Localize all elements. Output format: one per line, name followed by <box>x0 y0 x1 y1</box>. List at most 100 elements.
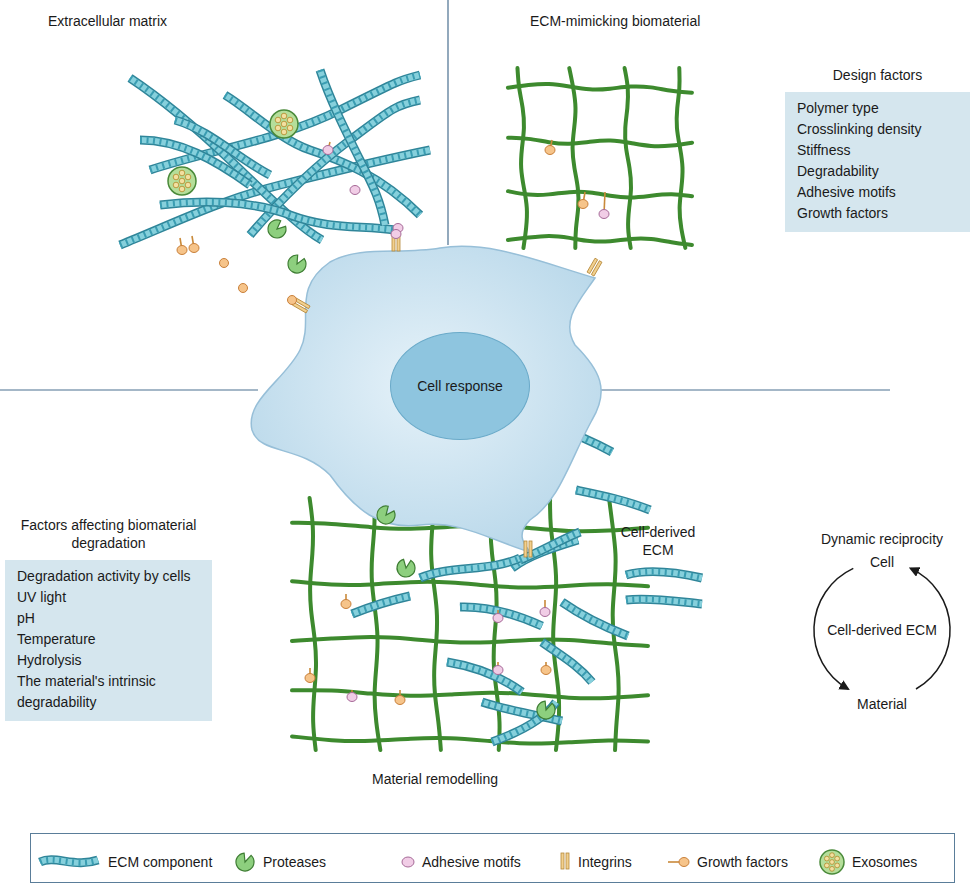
exosome-vesicle <box>281 113 287 119</box>
panel-background: Degradation activity by cellsUV lightpHT… <box>5 560 212 721</box>
ecm-fiber-outline <box>447 662 522 692</box>
exosome-vesicle <box>281 121 287 127</box>
ecm-fiber-outline <box>420 558 520 578</box>
panel-heading: Factors affecting biomaterial degradatio… <box>5 516 212 552</box>
ecm-fiber-outline <box>626 599 702 604</box>
cycle-title: Dynamic reciprocity <box>792 530 972 548</box>
growth-factor <box>220 259 229 268</box>
mesh-strand <box>292 637 648 646</box>
ecm-fiber-stripes <box>447 662 522 692</box>
mesh-strand <box>292 690 648 698</box>
exosome-vesicle <box>835 856 840 861</box>
exosome-vesicle <box>830 866 835 871</box>
ecm-fiber-stripes <box>542 642 592 682</box>
growth-factor <box>541 666 551 675</box>
adhesive-motif <box>350 186 360 195</box>
cell-derived-ecm-label: Cell-derived ECM <box>608 523 708 559</box>
mesh-strand <box>517 68 526 248</box>
factor-item: Polymer type <box>797 98 958 119</box>
exosome-vesicle <box>173 174 179 180</box>
growth-factor <box>679 858 689 867</box>
protease <box>287 254 308 275</box>
mesh-strand <box>625 68 631 248</box>
ecm-fiber-outline <box>626 572 702 578</box>
legend-label: Adhesive motifs <box>422 853 521 871</box>
factor-item: UV light <box>17 587 200 608</box>
ecm-fiber-stripes <box>320 70 385 225</box>
ecm-fiber <box>626 572 702 578</box>
adhesive-motif <box>493 614 503 623</box>
mesh-strand <box>569 68 578 248</box>
integrin <box>561 853 569 869</box>
ecm-fiber-outline <box>492 702 556 742</box>
growth-factor <box>341 600 351 609</box>
ecm-fiber-stripes <box>520 532 580 560</box>
factor-item: Temperature <box>17 629 200 650</box>
remodelled-mesh <box>292 498 648 750</box>
ecm-fiber-stripes <box>492 702 556 742</box>
exosome-vesicle <box>824 856 829 861</box>
exosome-vesicle <box>830 860 835 865</box>
exosome-vesicle <box>275 117 281 123</box>
ecm-fiber-outline <box>562 602 628 636</box>
ecm-fiber <box>520 532 580 560</box>
exosome <box>820 850 844 874</box>
integrin-chain <box>529 541 532 557</box>
panel-heading: Design factors <box>785 66 970 84</box>
degradation-factors-box: Factors affecting biomaterial degradatio… <box>5 516 212 721</box>
factor-item: Degradability <box>797 161 958 182</box>
legend-label: Proteases <box>263 853 326 871</box>
quadrant-title: Material remodelling <box>325 770 545 788</box>
exosome <box>270 110 298 138</box>
ecm-fiber <box>447 662 522 692</box>
integrin-chain <box>524 541 527 557</box>
cell <box>251 230 602 579</box>
ecm-fiber <box>492 702 556 742</box>
factor-item: Growth factors <box>797 203 958 224</box>
integrin <box>587 258 602 276</box>
legend-label: Growth factors <box>697 853 788 871</box>
integrin-chain <box>591 261 602 276</box>
nucleus-label: Cell response <box>417 377 503 395</box>
growth-factor <box>578 200 588 209</box>
ecm-fiber-outline <box>482 702 562 721</box>
adhesive-motif <box>402 857 414 867</box>
factor-item: Stiffness <box>797 140 958 161</box>
integrin-chain <box>561 853 564 869</box>
ecm-fiber-stripes <box>482 702 562 721</box>
ecm-fiber-stripes <box>420 558 520 578</box>
factor-item: Crosslinking density <box>797 119 958 140</box>
ecm-fiber <box>542 642 592 682</box>
protease <box>236 853 254 871</box>
ecm-fiber <box>576 490 650 510</box>
growth-factor <box>288 296 297 305</box>
ecm-fiber <box>460 607 542 626</box>
mesh-strand <box>292 581 648 587</box>
quadrant-title: Extracellular matrix <box>48 12 248 30</box>
ecm-fiber-outline <box>40 860 98 863</box>
ecm-fiber-outline <box>460 607 542 626</box>
ecm-fiber-outline <box>542 642 592 682</box>
growth-factor <box>189 244 199 253</box>
divider-line <box>0 389 258 390</box>
mesh-strand <box>677 68 686 248</box>
exosome-vesicle <box>185 182 191 188</box>
protease <box>396 558 417 579</box>
ecm-fiber-stripes <box>40 860 98 863</box>
exosome-vesicle <box>179 178 185 184</box>
ecm-fiber-stripes <box>460 607 542 626</box>
quadrant-title: ECM-mimicking biomaterial <box>530 12 750 30</box>
ecm-fiber <box>320 70 385 225</box>
ecm-fiber-stripes <box>626 572 702 578</box>
adhesive-motif <box>540 608 550 617</box>
ecm-fiber-outline <box>320 70 385 225</box>
cycle-label: Cell <box>852 553 912 571</box>
panel-background: Polymer typeCrosslinking densityStiffnes… <box>785 92 970 232</box>
legend-label: ECM component <box>108 853 212 871</box>
adhesive-motif <box>599 210 609 219</box>
mesh-strand <box>292 736 648 743</box>
ecm-fiber <box>352 596 410 614</box>
ecm-fiber <box>562 602 628 636</box>
biomaterial-mesh <box>508 68 692 248</box>
ecm-fiber-outline <box>576 490 650 510</box>
